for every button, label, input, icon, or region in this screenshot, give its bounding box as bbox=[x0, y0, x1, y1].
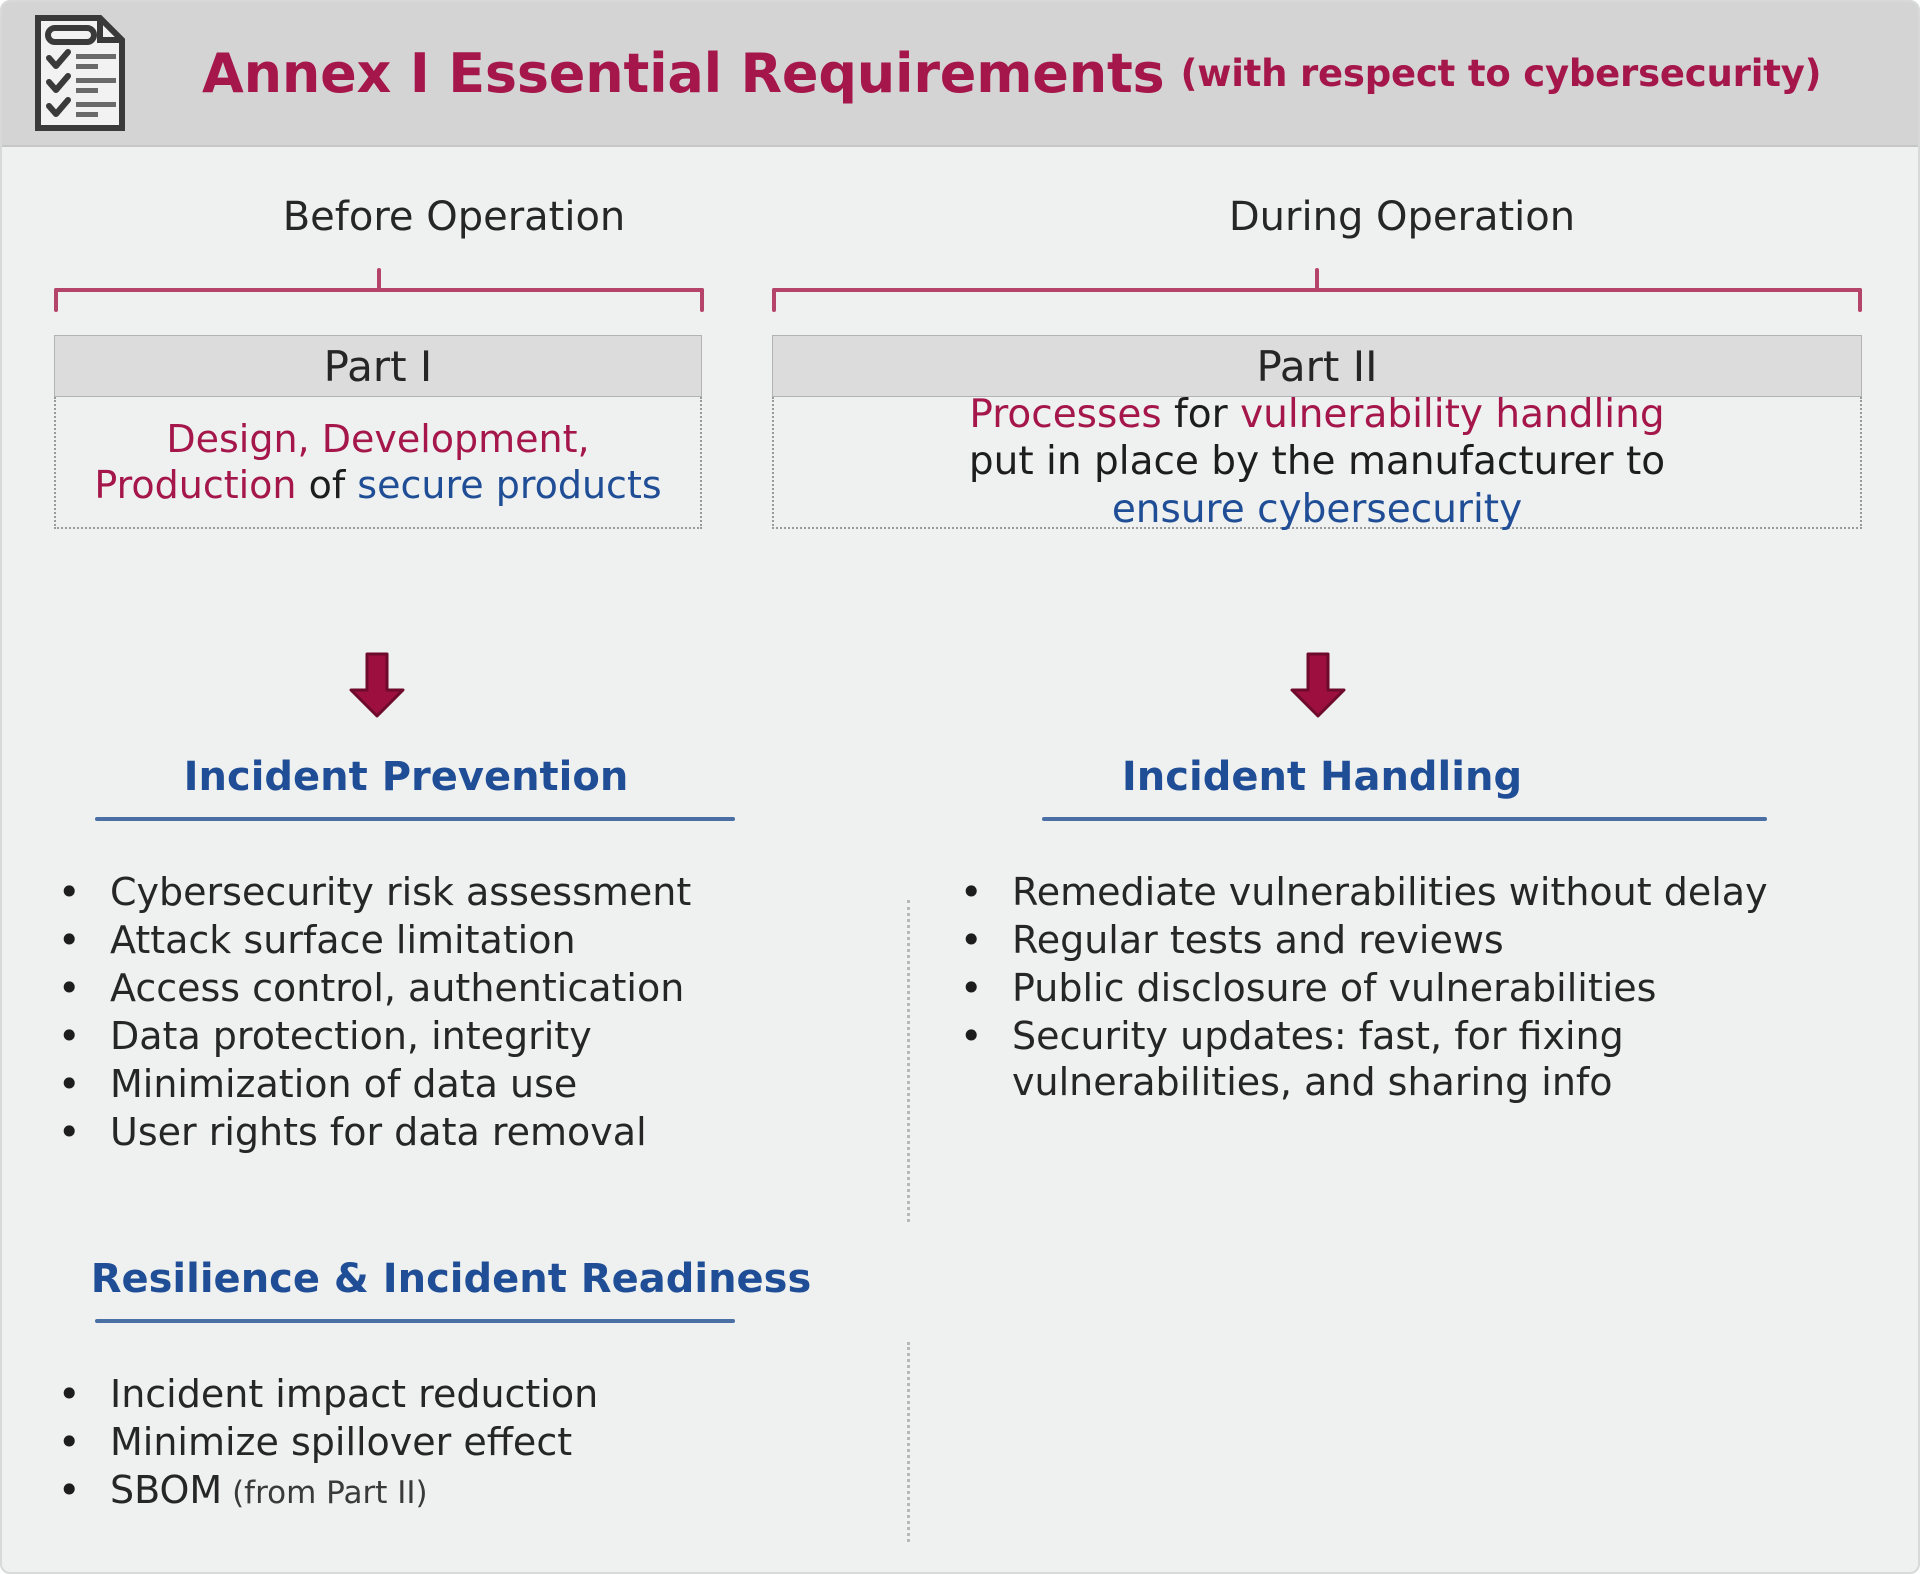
bullet-icon: • bbox=[960, 870, 983, 914]
checklist-document-icon bbox=[32, 14, 128, 132]
part-2-text: Processes for vulnerability handling put… bbox=[969, 391, 1665, 534]
part-2-header: Part II bbox=[772, 335, 1862, 397]
list-item-label: SBOM (from Part II) bbox=[110, 1468, 428, 1514]
column-divider-bottom bbox=[907, 1342, 910, 1542]
list-item: • Cybersecurity risk assessment bbox=[40, 870, 870, 916]
list-item-label: Remediate vulnerabilities without delay bbox=[1012, 870, 1768, 914]
bullet-icon: • bbox=[58, 1109, 81, 1154]
phase-label-during-operation: During Operation bbox=[1228, 194, 1576, 240]
bullet-icon: • bbox=[58, 870, 81, 914]
list-item-label: Regular tests and reviews bbox=[1012, 917, 1504, 962]
part-2-line2: put in place by the manufacturer to bbox=[968, 439, 1666, 485]
phase-label-before-operation: Before Operation bbox=[282, 194, 626, 240]
list-item-label: Minimization of data use bbox=[110, 1061, 578, 1106]
list-item: • Incident impact reduction bbox=[40, 1372, 870, 1418]
list-item-label: Attack surface limitation bbox=[110, 917, 576, 962]
bullet-icon: • bbox=[58, 1419, 81, 1464]
part-1-line2-production: Production bbox=[94, 463, 297, 507]
bullet-list-incident-handling: • Remediate vulnerabilities without dela… bbox=[942, 870, 1772, 1108]
bullet-icon: • bbox=[960, 917, 983, 962]
section-rule-resilience-readiness bbox=[95, 1319, 735, 1323]
section-heading-resilience-readiness: Resilience & Incident Readiness bbox=[90, 1256, 812, 1302]
list-item-label: Cybersecurity risk assessment bbox=[110, 870, 692, 914]
list-item: • Security updates: fast, for fixing vul… bbox=[942, 1014, 1772, 1106]
bracket-before-operation bbox=[54, 266, 704, 312]
list-item: • Data protection, integrity bbox=[40, 1014, 870, 1060]
list-item-note: (from Part II) bbox=[222, 1474, 428, 1511]
part-2-vulnerability-handling: vulnerability handling bbox=[1240, 391, 1665, 437]
bullet-list-resilience-readiness: • Incident impact reduction • Minimize s… bbox=[40, 1372, 870, 1516]
page-title: Annex I Essential Requirements bbox=[202, 42, 1165, 105]
list-item: • Public disclosure of vulnerabilities bbox=[942, 966, 1772, 1012]
bullet-list-incident-prevention: • Cybersecurity risk assessment • Attack… bbox=[40, 870, 870, 1158]
list-item-label: Incident impact reduction bbox=[110, 1372, 599, 1416]
bullet-icon: • bbox=[960, 965, 983, 1010]
list-item-label: Access control, authentication bbox=[110, 965, 685, 1010]
list-item: • User rights for data removal bbox=[40, 1110, 870, 1156]
bullet-icon: • bbox=[58, 1013, 81, 1058]
bullet-icon: • bbox=[58, 917, 81, 962]
list-item-label: Public disclosure of vulnerabilities bbox=[1012, 965, 1657, 1010]
list-item-label: Minimize spillover effect bbox=[110, 1419, 573, 1464]
part-1-body: Design, Development, Production of secur… bbox=[54, 397, 702, 529]
part-1-line2-secure-products: secure products bbox=[357, 463, 662, 507]
list-item: • SBOM (from Part II) bbox=[40, 1468, 870, 1514]
bracket-during-operation bbox=[772, 266, 1862, 312]
list-item-main: SBOM bbox=[110, 1467, 223, 1512]
list-item: • Attack surface limitation bbox=[40, 918, 870, 964]
part-1-line1: Design, Development, bbox=[166, 416, 590, 461]
list-item-label: Data protection, integrity bbox=[110, 1013, 592, 1058]
page-subtitle: (with respect to cybersecurity) bbox=[1180, 52, 1822, 95]
part-1-header: Part I bbox=[54, 335, 702, 397]
section-heading-incident-prevention: Incident Prevention bbox=[183, 754, 629, 800]
section-rule-incident-prevention bbox=[95, 817, 735, 821]
bullet-icon: • bbox=[960, 1013, 983, 1058]
part-1-line2-of: of bbox=[296, 463, 358, 507]
list-item: • Remediate vulnerabilities without dela… bbox=[942, 870, 1772, 916]
header-text-group: Annex I Essential Requirements (with res… bbox=[202, 2, 1822, 145]
bullet-icon: • bbox=[58, 965, 81, 1010]
part-2-processes: Processes bbox=[969, 391, 1162, 437]
section-heading-incident-handling: Incident Handling bbox=[1121, 754, 1523, 800]
list-item: • Regular tests and reviews bbox=[942, 918, 1772, 964]
list-item-label: User rights for data removal bbox=[110, 1109, 647, 1154]
header-bar: Annex I Essential Requirements (with res… bbox=[2, 2, 1918, 147]
list-item: • Access control, authentication bbox=[40, 966, 870, 1012]
list-item-label: Security updates: fast, for fixing vulne… bbox=[1012, 1013, 1624, 1104]
bullet-icon: • bbox=[58, 1467, 81, 1512]
list-item: • Minimization of data use bbox=[40, 1062, 870, 1108]
down-arrow-icon-right bbox=[1290, 652, 1346, 718]
column-divider-top bbox=[907, 900, 910, 1222]
bullet-icon: • bbox=[58, 1061, 81, 1106]
part-2-body: Processes for vulnerability handling put… bbox=[772, 392, 1862, 532]
section-rule-incident-handling bbox=[1042, 817, 1767, 821]
part-2-line3: ensure cybersecurity bbox=[1111, 486, 1523, 532]
bullet-icon: • bbox=[58, 1372, 81, 1416]
part-2-for: for bbox=[1161, 391, 1241, 437]
down-arrow-icon-left bbox=[349, 652, 405, 718]
list-item: • Minimize spillover effect bbox=[40, 1420, 870, 1466]
part-1-text: Design, Development, Production of secur… bbox=[94, 416, 661, 509]
